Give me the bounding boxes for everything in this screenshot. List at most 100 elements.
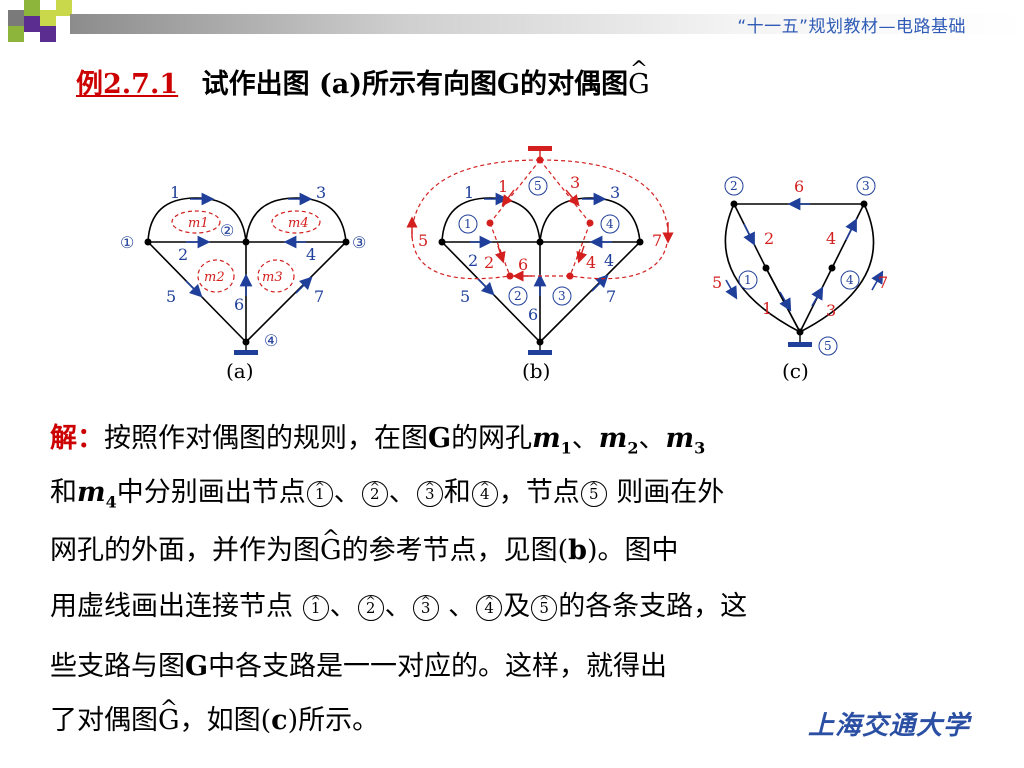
node-hat-q2: 2	[357, 594, 384, 621]
fig-b-black-branch-7: 7	[606, 287, 616, 306]
header-title: “十一五”规划教材—电路基础	[737, 17, 966, 37]
mesh-m1-sub: 1	[560, 438, 572, 458]
decor-square-purple	[24, 16, 40, 32]
fig-a-ground-bar	[234, 350, 258, 355]
fig-a-mesh-label-m1: m1	[188, 216, 209, 231]
fig-c-branch-6: 6	[794, 177, 804, 196]
fig-a-node-3: ③	[352, 233, 366, 252]
fig-b-black-branch-5: 5	[460, 287, 470, 306]
example-title: 例2.7.1 试作出图 (a)所示有向图G的对偶图G	[76, 62, 650, 101]
solution-text-6b: ，如图(	[179, 705, 272, 736]
sep-1: 、	[571, 423, 599, 454]
fig-b-node-1: 1	[464, 217, 472, 231]
and-2: 及	[503, 591, 531, 622]
fig-c-node-5: 5	[824, 339, 832, 353]
and-1: 和	[443, 477, 471, 508]
fig-a-mesh-m4	[271, 210, 321, 234]
example-ghat: G	[628, 69, 650, 100]
solution-text-1b: 的网孔	[451, 423, 533, 454]
solution-c-ref: c	[271, 705, 288, 736]
fig-a-arrow-7	[295, 276, 313, 294]
mesh-m2: m	[598, 423, 628, 454]
fig-c-node-2: 2	[730, 179, 738, 193]
header-gradient	[70, 14, 1024, 34]
fig-a-branch-label-6: 6	[234, 295, 244, 314]
fig-b-red-branch-3: 3	[570, 173, 580, 192]
fig-a-node-1: ①	[120, 233, 134, 252]
mesh-m4: m	[77, 477, 106, 508]
node-hat-q4: 4	[476, 594, 503, 621]
fig-a-mesh-label-m2: m2	[204, 270, 225, 285]
fig-a-mesh-m1	[171, 210, 221, 234]
solution-text-4a: 用虚线画出连接节点	[50, 591, 302, 622]
mesh-m2-sub: 2	[627, 438, 639, 458]
fig-c-node-1: 1	[744, 273, 752, 287]
node-hat-q1: 1	[302, 594, 329, 621]
solution-text-3b: 的参考节点，见图(	[341, 535, 569, 566]
fig-b-node-5: 5	[534, 179, 542, 193]
solution-text-2a: 和	[50, 477, 77, 508]
fig-b-black-branch-6: 6	[528, 305, 538, 324]
fig-b-node-2: 2	[514, 289, 522, 303]
decor-square-yellow-2	[56, 0, 72, 16]
node-hat-q3: 3	[412, 594, 439, 621]
fig-c-branch-2: 2	[764, 229, 774, 248]
fig-b-black-branch-2: 2	[468, 251, 478, 270]
decor-square-green-2	[8, 26, 24, 42]
fig-a-arc-3	[245, 197, 347, 243]
fig-a-mesh-m3	[257, 259, 295, 293]
solution-text-2b: 中分别画出节点	[116, 477, 306, 508]
solution-line-4: 用虚线画出连接节点 1、2、3 、4及5的各条支路，这	[50, 580, 980, 634]
sep-5: 、	[329, 591, 357, 622]
fig-c-branch-3: 3	[826, 301, 836, 320]
fig-c-node-3: 3	[862, 179, 870, 193]
fig-a-branch-label-5: 5	[166, 287, 176, 306]
fig-b-caption: (b)	[522, 359, 550, 383]
figure-b: 1 3 2 4 5 6 7 1 3 5 7 2 6 4 1 2 3 4 5 (b…	[406, 146, 674, 383]
solution-text-2c: ，节点	[498, 477, 580, 508]
fig-a-arrow-5	[185, 280, 203, 298]
fig-b-node-3: 3	[558, 289, 566, 303]
mesh-m4-sub: 4	[105, 492, 117, 512]
solution-text-6d: )所示。	[287, 705, 380, 736]
solution-line-2: 和m4中分别画出节点1、2、3和4，节点5 则画在外	[50, 466, 980, 529]
solution-ghat-3: G	[320, 524, 342, 578]
node-hat-5: 5	[580, 480, 607, 507]
solution-text-4b: 的各条支路，这	[558, 591, 748, 622]
solution-text-3c: )。图中	[587, 535, 679, 566]
mesh-m3: m	[665, 423, 695, 454]
fig-c-branch-7: 7	[878, 273, 888, 292]
decor-square-gray	[8, 10, 24, 26]
fig-b-red-branch-7: 7	[652, 231, 662, 250]
fig-a-caption: (a)	[226, 359, 254, 383]
solution-text-5a: 些支路与图	[50, 651, 185, 682]
university-logo: 上海交通大学	[807, 711, 970, 741]
sep-3: 、	[333, 477, 361, 508]
fig-b-red-branch-1: 1	[498, 177, 508, 196]
solution-text-3a: 网孔的外面，并作为图	[50, 535, 320, 566]
fig-a-branch-label-2: 2	[178, 245, 188, 264]
solution-g-1: G	[428, 423, 452, 454]
header-bar: “十一五”规划教材—电路基础	[0, 0, 1024, 48]
dual-graph-figures: ① ② ③ ④ 1 2 3 4 5 6 7 m1 m4 m2 m3 (a)	[120, 146, 888, 383]
decor-square-green	[24, 0, 40, 16]
fig-b-black-branch-4: 4	[604, 251, 614, 270]
solution-text-2d: 则画在外	[607, 477, 725, 508]
solution-text-6a: 了对偶图	[50, 705, 158, 736]
decor-square-purple-2	[40, 26, 56, 42]
fig-c-branch-4: 4	[826, 229, 836, 248]
figure-c: 2 3 1 4 5 6 2 4 5 7 1 3 (c)	[712, 176, 888, 383]
solution-g-5: G	[185, 651, 209, 682]
fig-a-node-4: ④	[264, 331, 278, 350]
fig-b-red-branch-6: 6	[518, 255, 528, 274]
mesh-m3-sub: 3	[694, 438, 706, 458]
node-hat-1: 1	[306, 480, 333, 507]
figure-a: ① ② ③ ④ 1 2 3 4 5 6 7 m1 m4 m2 m3 (a)	[120, 183, 366, 383]
sep-2: 、	[638, 423, 666, 454]
solution-b-ref: b	[568, 535, 588, 566]
fig-b-black-branch-1: 1	[464, 183, 474, 202]
fig-b-red-branch-5: 5	[418, 231, 428, 250]
node-hat-3: 3	[416, 480, 443, 507]
fig-b-node-4: 4	[606, 217, 614, 231]
fig-c-node-4: 4	[846, 273, 854, 287]
